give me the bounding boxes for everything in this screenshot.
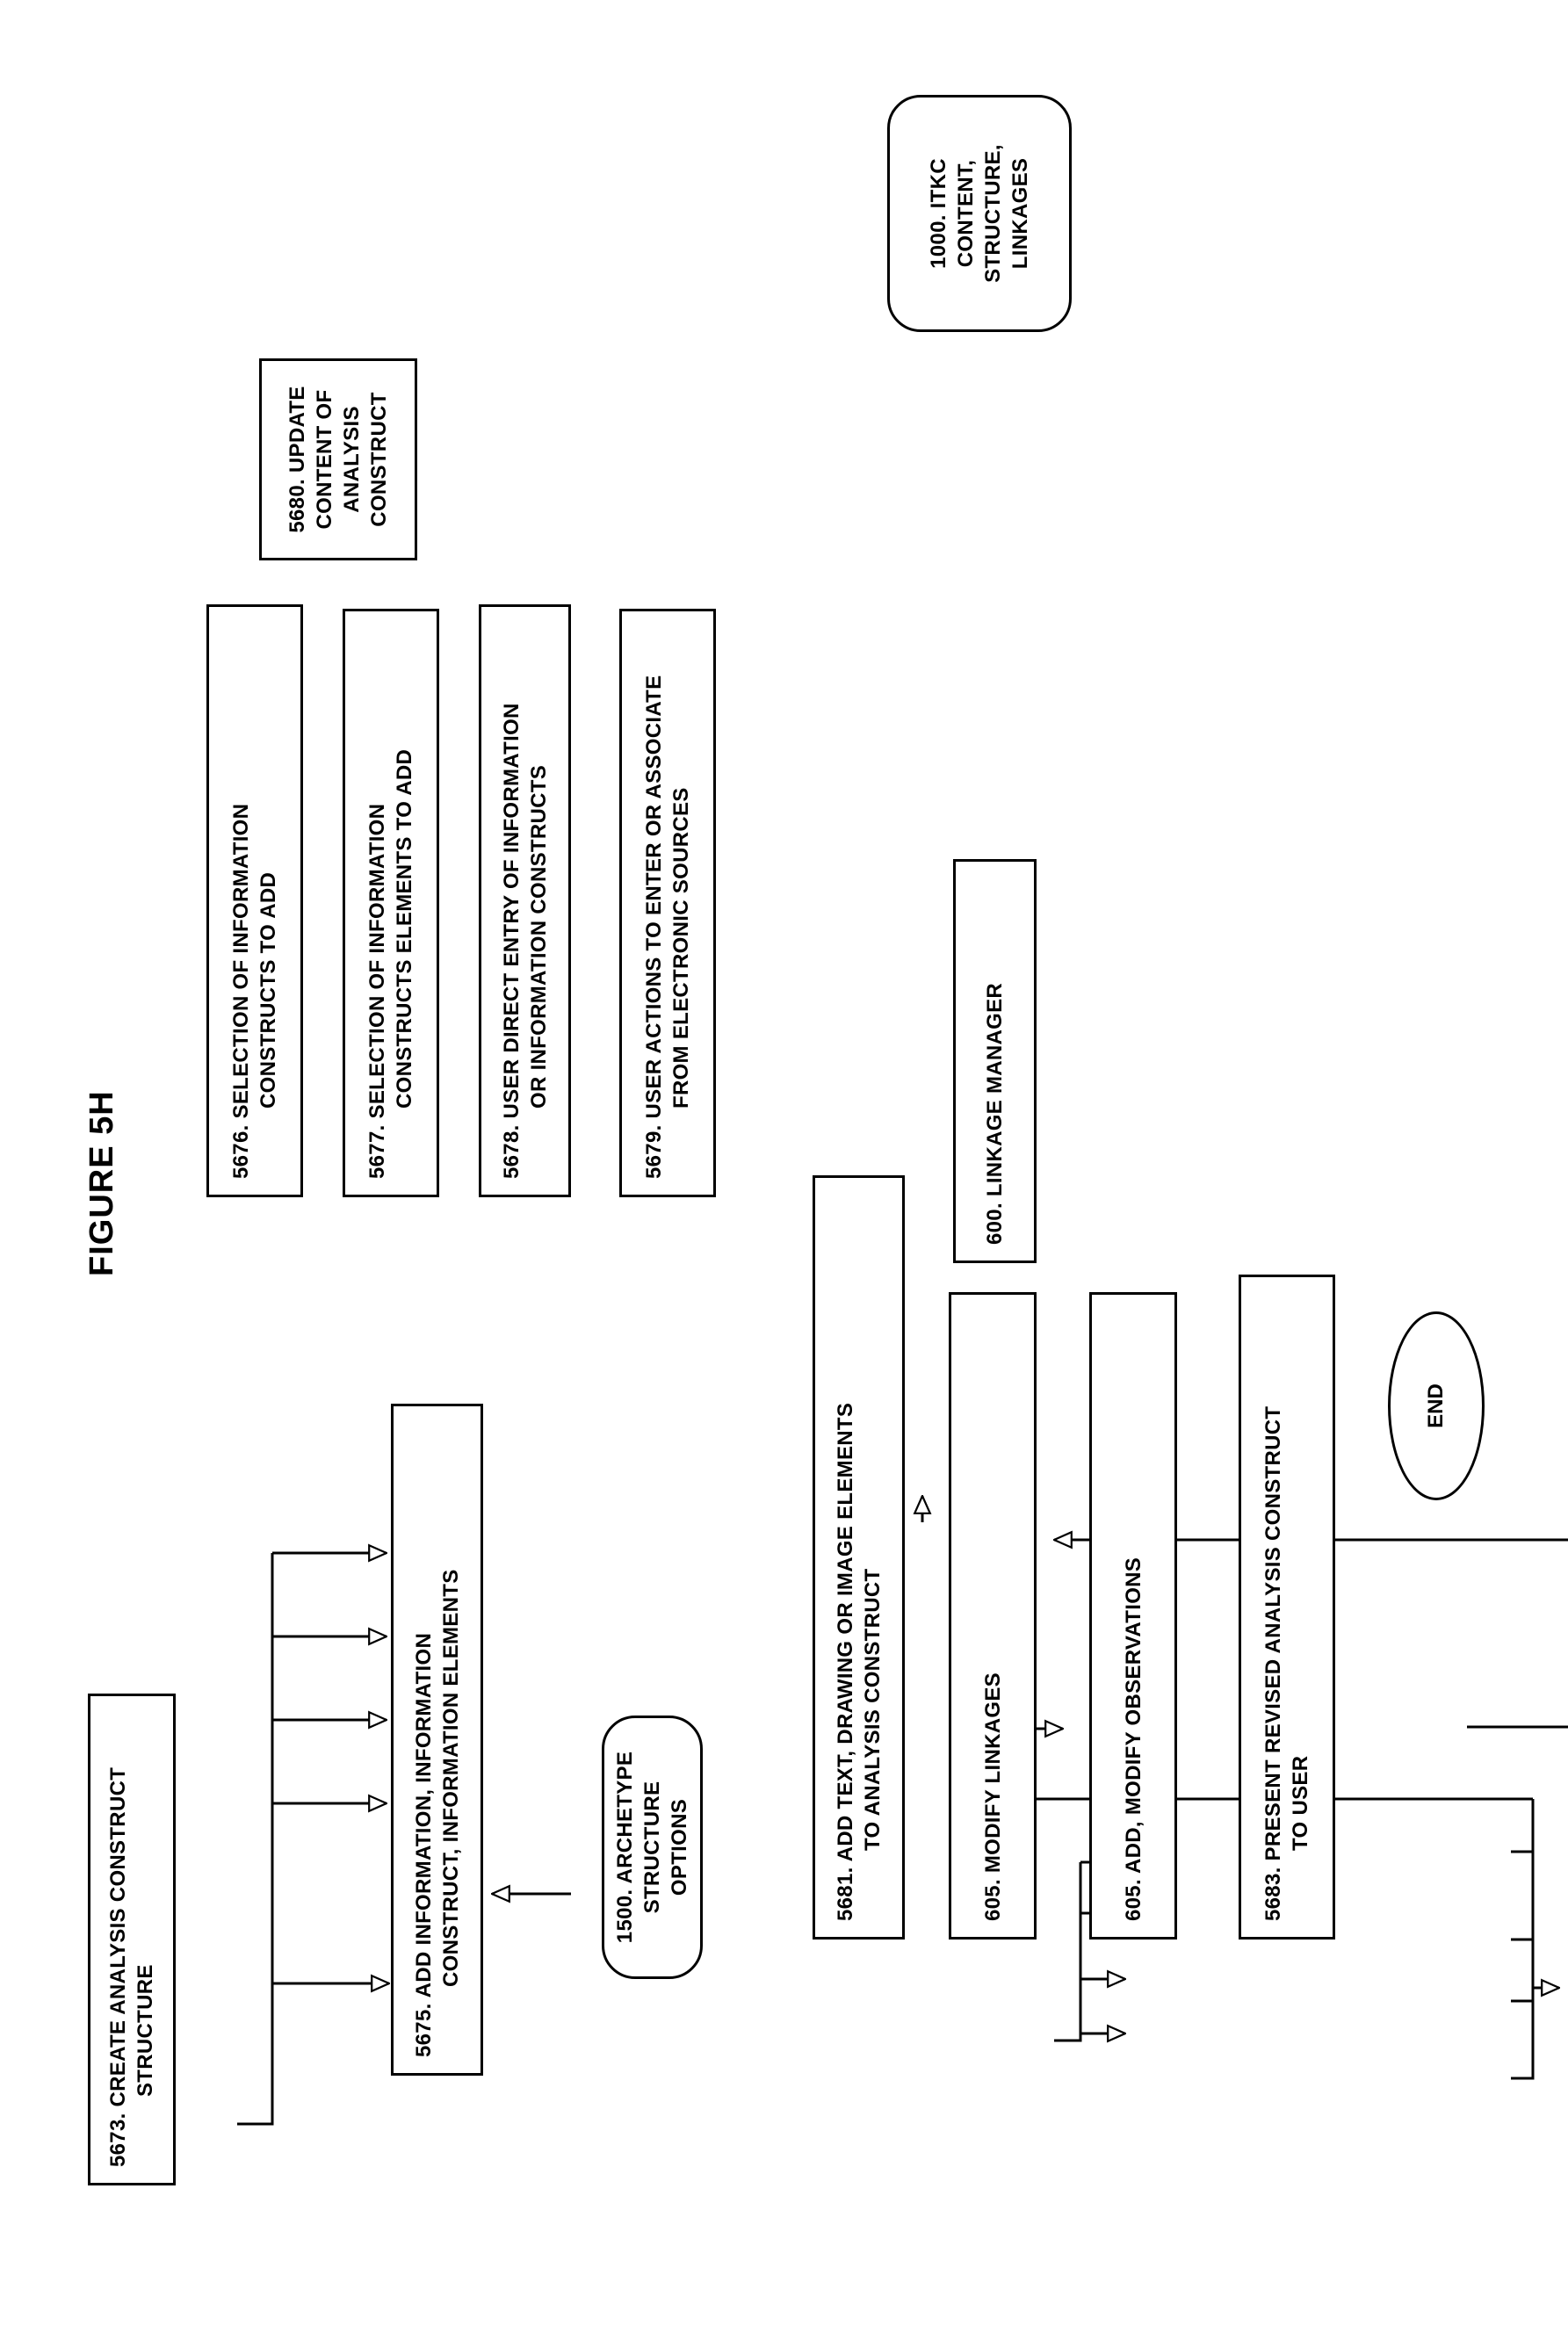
label-line: OR INFORMATION CONSTRUCTS	[525, 623, 553, 1179]
box-1500-archetype-options: 1500. ARCHETYPE STRUCTURE OPTIONS	[602, 1716, 703, 1979]
label-line: CONTENT OF	[311, 390, 338, 530]
figure-title-text: FIGURE 5H	[83, 1090, 120, 1276]
label-line: STRUCTURE	[639, 1781, 666, 1914]
box-600-linkage-manager: 600. LINKAGE MANAGER	[953, 859, 1037, 1263]
label-line: TO USER	[1287, 1293, 1314, 1921]
box-5681-add-text-drawing: 5681. ADD TEXT, DRAWING OR IMAGE ELEMENT…	[813, 1175, 905, 1940]
label-line: OPTIONS	[666, 1799, 693, 1896]
label-line: 5675. ADD INFORMATION, INFORMATION	[410, 1422, 437, 2057]
label-line: 1500. ARCHETYPE	[611, 1752, 639, 1943]
label-line: 605. MODIFY LINKAGES	[979, 1311, 1007, 1921]
box-605-modify-observations: 605. ADD, MODIFY OBSERVATIONS	[1089, 1292, 1177, 1940]
label-line: CONSTRUCTS ELEMENTS TO ADD	[391, 627, 418, 1179]
label-line: 5678. USER DIRECT ENTRY OF INFORMATION	[498, 623, 525, 1179]
label-line: 5677. SELECTION OF INFORMATION	[364, 627, 391, 1179]
trunk-from-5673	[237, 1553, 272, 2124]
label-line: TO ANALYSIS CONSTRUCT	[859, 1194, 886, 1921]
end-terminal: END	[1388, 1311, 1485, 1500]
label-line: 5680. UPDATE	[284, 386, 311, 532]
box-5678-user-direct-entry: 5678. USER DIRECT ENTRY OF INFORMATION O…	[479, 604, 571, 1197]
label-line: STRUCTURE,	[979, 144, 1007, 283]
label-line: LINKAGES	[1007, 158, 1034, 269]
box-5683-present-revised: 5683. PRESENT REVISED ANALYSIS CONSTRUCT…	[1239, 1275, 1335, 1940]
bus-from-5675	[1054, 1862, 1080, 2041]
label-line: 5683. PRESENT REVISED ANALYSIS CONSTRUCT	[1260, 1293, 1287, 1921]
box-5680-update-content: 5680. UPDATE CONTENT OF ANALYSIS CONSTRU…	[259, 358, 417, 560]
label-line: CONTENT,	[952, 160, 979, 267]
label-line: CONSTRUCT, INFORMATION ELEMENTS	[437, 1422, 465, 2057]
box-1000-itkc: 1000. ITKC CONTENT, STRUCTURE, LINKAGES	[887, 95, 1072, 332]
box-605-modify-linkages: 605. MODIFY LINKAGES	[949, 1292, 1037, 1940]
label-line: CONSTRUCT	[365, 392, 393, 526]
box-5673-create-structure: 5673. CREATE ANALYSIS CONSTRUCT STRUCTUR…	[88, 1694, 176, 2185]
end-label: END	[1424, 1383, 1449, 1428]
label-line: 5676. SELECTION OF INFORMATION	[228, 623, 255, 1179]
box-5679-user-actions: 5679. USER ACTIONS TO ENTER OR ASSOCIATE…	[619, 609, 716, 1197]
box-5675-add-information: 5675. ADD INFORMATION, INFORMATION CONST…	[391, 1404, 483, 2076]
label-line: 5673. CREATE ANALYSIS CONSTRUCT	[105, 1712, 132, 2167]
label-line: 5681. ADD TEXT, DRAWING OR IMAGE ELEMENT…	[832, 1194, 859, 1921]
box-5677-selection-elements: 5677. SELECTION OF INFORMATION CONSTRUCT…	[343, 609, 439, 1197]
label-line: 1000. ITKC	[925, 158, 952, 269]
label-line: 600. LINKAGE MANAGER	[981, 878, 1008, 1245]
label-line: STRUCTURE	[132, 1712, 159, 2167]
figure-title: FIGURE 5H	[83, 1090, 121, 1276]
label-line: 5679. USER ACTIONS TO ENTER OR ASSOCIATE	[640, 627, 668, 1179]
label-line: FROM ELECTRONIC SOURCES	[668, 627, 695, 1179]
label-line: CONSTRUCTS TO ADD	[255, 623, 282, 1179]
label-line: ANALYSIS	[338, 406, 365, 513]
box-5676-selection-constructs: 5676. SELECTION OF INFORMATION CONSTRUCT…	[206, 604, 303, 1197]
label-line: 605. ADD, MODIFY OBSERVATIONS	[1120, 1311, 1147, 1921]
